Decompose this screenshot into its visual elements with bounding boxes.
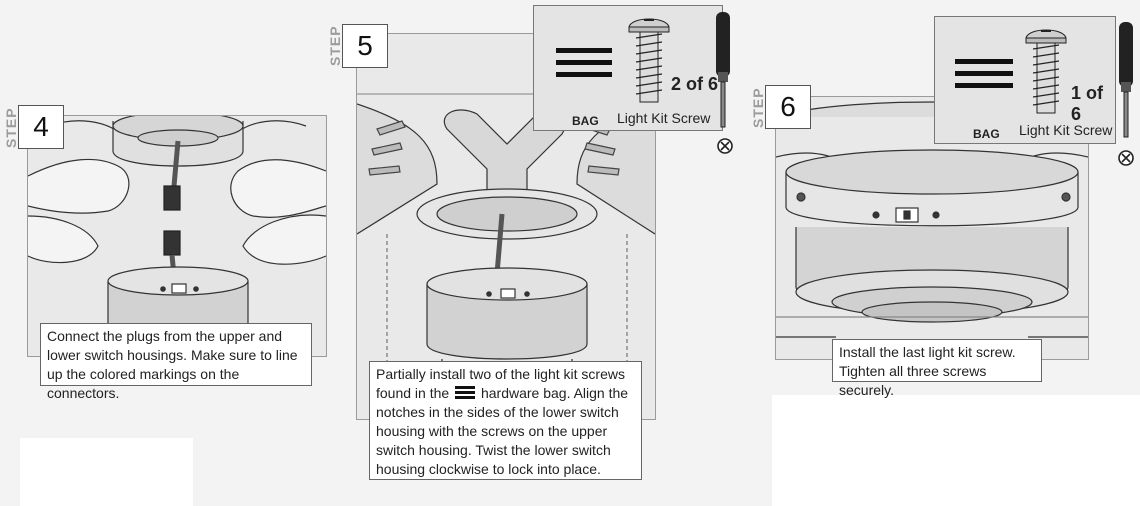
step-5-label: STEP [327, 25, 343, 66]
step-4-caption: Connect the plugs from the upper and low… [40, 323, 312, 401]
inline-bag-icon [455, 385, 476, 399]
step-5-hardware-box: BAG 2 of 6 Light Kit Screw [533, 5, 723, 131]
step-4-label: STEP [3, 107, 19, 148]
step-4-illustration [27, 115, 327, 357]
bag-label: BAG [973, 127, 1000, 141]
hardware-count: 2 of 6 [671, 74, 719, 94]
bag-label: BAG [572, 114, 599, 128]
step-6-number: 6 [765, 85, 811, 129]
hardware-count: 1 of 6 [1071, 83, 1104, 124]
step-6-label: STEP [750, 87, 766, 128]
screwdriver-icon [1119, 22, 1133, 138]
circle-x-icon [1118, 150, 1134, 166]
bag-icon [556, 48, 612, 80]
step-5-caption-start: Partially install two of the light kit s… [376, 366, 625, 401]
screw-icon [628, 18, 670, 103]
blank-area-left [20, 438, 193, 506]
step-6-caption: Install the last light kit screw. Tighte… [832, 339, 1042, 398]
step-5-caption: Partially install two of the light kit s… [369, 361, 642, 480]
step-6-hardware-box: BAG 1 of 6 Light Kit Screw [934, 16, 1116, 144]
circle-x-icon [717, 138, 733, 154]
screw-icon [1025, 29, 1067, 114]
hardware-part-name: Light Kit Screw [617, 110, 711, 126]
blank-area-right [772, 395, 1140, 506]
hardware-part-name: Light Kit Screw [1019, 122, 1113, 138]
step-4-number: 4 [18, 105, 64, 149]
bag-icon [955, 59, 1013, 91]
step-5-number: 5 [342, 24, 388, 68]
screwdriver-icon [716, 12, 730, 128]
step-5-caption-end: hardware bag. Align the notches in the s… [376, 385, 629, 477]
